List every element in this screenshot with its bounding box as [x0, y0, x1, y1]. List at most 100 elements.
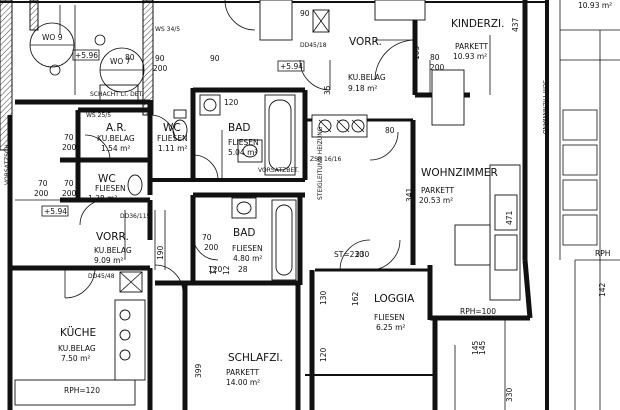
top-right-area: 10.93 m² [578, 1, 612, 10]
svg-text:WC: WC [98, 173, 116, 185]
svg-text:KINDERZI.: KINDERZI. [451, 18, 504, 30]
rph-label: RPH=100 [460, 307, 496, 316]
svg-text:70: 70 [202, 233, 212, 242]
wo7-label: WO 7 [110, 57, 131, 66]
svg-text:PARKETT: PARKETT [455, 42, 488, 51]
svg-text:5.04 m²: 5.04 m² [228, 148, 257, 157]
svg-text:PARKETT: PARKETT [421, 186, 454, 195]
dimension-lines [15, 35, 506, 410]
svg-text:9.18 m²: 9.18 m² [348, 84, 377, 93]
svg-text:341: 341 [405, 187, 414, 202]
svg-text:120: 120 [224, 98, 239, 107]
svg-text:1.11 m²: 1.11 m² [158, 144, 187, 153]
ws255-label: WS 25/5 [86, 112, 111, 119]
svg-text:70: 70 [64, 179, 74, 188]
svg-text:VORR.: VORR. [349, 36, 382, 48]
room-bad-lower: BAD FLIESEN 4.80 m² [232, 227, 263, 263]
svg-text:90: 90 [155, 54, 165, 63]
svg-text:28: 28 [238, 265, 248, 274]
room-wc-lower: WC FLIESEN 1.38 m² [88, 173, 126, 203]
rph-kueche-label: RPH=120 [64, 386, 100, 395]
svg-text:KU.BELAG: KU.BELAG [97, 134, 135, 143]
svg-text:130: 130 [319, 290, 328, 305]
room-schlafzimmer: SCHLAFZI. PARKETT 14.00 m² [226, 352, 283, 387]
svg-text:200: 200 [204, 243, 219, 252]
svg-text:KU.BELAG: KU.BELAG [58, 344, 96, 353]
svg-text:120: 120 [208, 265, 223, 274]
svg-text:6.25 m²: 6.25 m² [376, 323, 405, 332]
svg-text:7.50 m²: 7.50 m² [61, 354, 90, 363]
svg-text:12: 12 [209, 265, 218, 275]
dd4518-label: DD45/18 [300, 42, 327, 49]
svg-text:105: 105 [412, 45, 421, 60]
annotations: WO 9 WO 7 +5.96 +5.94 +5.94 WS 34/5 WS 2… [4, 26, 610, 395]
svg-text:200: 200 [62, 143, 77, 152]
level-594b: +5.94 [44, 207, 67, 216]
room-wc-upper: WC FLIESEN 1.11 m² [157, 122, 188, 153]
doors [64, 0, 416, 299]
svg-text:PARKETT: PARKETT [226, 368, 259, 377]
level-596: +5.96 [75, 51, 98, 60]
svg-text:145: 145 [478, 340, 487, 355]
room-wohnzimmer: WOHNZIMMER PARKETT 20.53 m² [419, 167, 498, 205]
room-kueche: KÜCHE KU.BELAG 7.50 m² [58, 326, 96, 363]
svg-text:14.00 m²: 14.00 m² [226, 378, 260, 387]
wo-markers [29, 5, 145, 95]
heizung-label: STEIGLEITUNG HEIZUNG [317, 126, 324, 200]
st230-label: ST=230 [334, 250, 364, 259]
left-wall-hatched [0, 0, 13, 151]
room-bad-upper: BAD FLIESEN 5.04 m² [228, 122, 259, 157]
svg-text:230: 230 [355, 250, 370, 259]
svg-text:A.R.: A.R. [106, 122, 127, 134]
svg-text:BAD: BAD [228, 122, 250, 134]
svg-text:200: 200 [62, 189, 77, 198]
svg-text:9.09 m²: 9.09 m² [94, 256, 123, 265]
svg-text:KU.BELAG: KU.BELAG [348, 73, 386, 82]
svg-text:12: 12 [222, 265, 231, 275]
wall-stub [29, 0, 39, 31]
svg-text:35: 35 [323, 85, 332, 95]
svg-text:200: 200 [34, 189, 49, 198]
level-594a: +5.94 [280, 62, 303, 71]
svg-text:4.80 m²: 4.80 m² [233, 254, 262, 263]
dd4548-label: DD45/48 [88, 273, 115, 280]
svg-text:KU.BELAG: KU.BELAG [94, 246, 132, 255]
svg-text:80: 80 [125, 53, 135, 62]
svg-text:FLIESEN: FLIESEN [157, 134, 188, 143]
room-loggia: LOGGIA FLIESEN 6.25 m² [374, 293, 415, 332]
svg-text:FLIESEN: FLIESEN [374, 313, 405, 322]
svg-text:1.54 m²: 1.54 m² [101, 144, 130, 153]
trennwand-label: 3cm TRENNWAND [541, 80, 548, 135]
svg-text:200: 200 [430, 63, 445, 72]
svg-text:120: 120 [319, 347, 328, 362]
shaft-wall [142, 0, 154, 116]
room-kinderzimmer: KINDERZI. PARKETT 10.93 m² [451, 18, 504, 61]
zsr-label: ZSR 16/16 [310, 156, 341, 163]
vorsatzbet-label: VORSATZBET. [258, 167, 299, 174]
svg-text:399: 399 [194, 363, 203, 378]
vorsatz-label: VORSATZSCH. [4, 142, 11, 185]
svg-text:WC: WC [163, 122, 181, 134]
svg-text:10.93 m²: 10.93 m² [453, 52, 487, 61]
svg-text:FLIESEN: FLIESEN [95, 184, 126, 193]
svg-text:VORR.: VORR. [96, 231, 129, 243]
svg-text:FLIESEN: FLIESEN [232, 244, 263, 253]
room-vorr-upper: VORR. KU.BELAG 9.18 m² [348, 36, 386, 93]
svg-text:WOHNZIMMER: WOHNZIMMER [421, 167, 498, 179]
svg-text:330: 330 [505, 387, 514, 402]
room-ar: A.R. KU.BELAG 1.54 m² [97, 122, 135, 153]
svg-text:80: 80 [430, 53, 440, 62]
svg-text:80: 80 [385, 126, 395, 135]
room-vorr-lower: VORR. KU.BELAG 9.09 m² [94, 231, 132, 265]
svg-text:BAD: BAD [233, 227, 255, 239]
svg-text:145: 145 [471, 340, 480, 355]
toilet-lower [127, 174, 143, 196]
dimensions: 90 90 90 80 80 200 200 200 200 70 70 70 … [34, 9, 607, 402]
svg-text:90: 90 [210, 54, 220, 63]
schacht-label: SCHACHT LT. DET. [90, 91, 143, 98]
svg-text:FLIESEN: FLIESEN [228, 138, 259, 147]
svg-text:90: 90 [300, 9, 310, 18]
svg-text:70: 70 [38, 179, 48, 188]
fixtures [14, 69, 521, 406]
svg-text:471: 471 [505, 210, 514, 225]
